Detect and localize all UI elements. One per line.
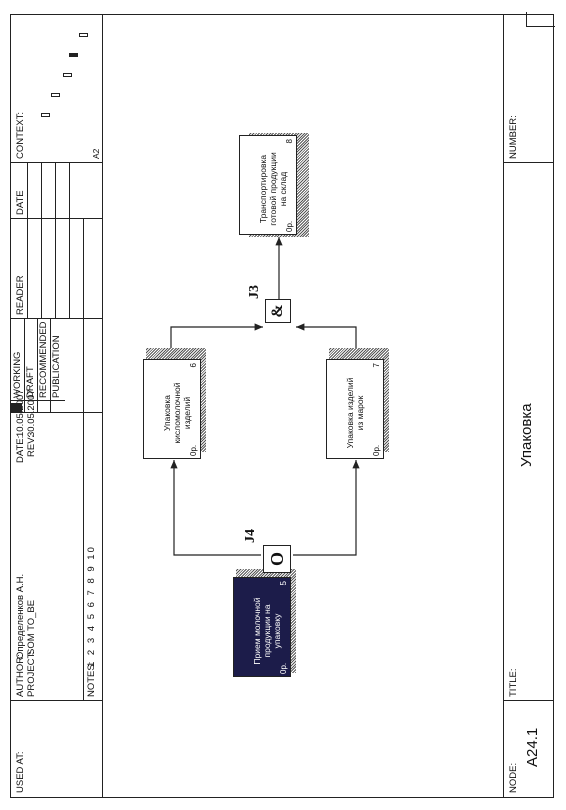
arrow-j4-pack-mark <box>293 460 360 556</box>
junction-j4-name: J4 <box>243 529 258 543</box>
box-pack-sour[interactable]: Упаковка кисломолочной изделий 0р. 6 <box>143 359 201 459</box>
box-pack-mark-op: 0р. <box>372 444 381 456</box>
junction-j3[interactable]: & <box>265 299 291 323</box>
box-transport-number: 8 <box>285 139 294 144</box>
box-pack-mark-label: Упаковка изделий из марок <box>345 377 365 449</box>
box-pack-mark[interactable]: Упаковка изделий из марок 0р. 7 <box>326 359 384 459</box>
sheet-frame: USED AT: AUTHOR: Определенков А.Н. PROJE… <box>10 12 555 798</box>
box-receive-label: Прием молочной продукции на упаковку <box>252 597 282 665</box>
box-pack-sour-label: Упаковка кисломолочной изделий <box>162 382 192 444</box>
junction-j3-symbol: & <box>269 304 286 318</box>
box-receive-op: 0р. <box>279 662 288 674</box>
box-transport-label: Транспортировка готовой продукции на скл… <box>258 152 288 226</box>
arrow-layer <box>170 237 360 637</box>
junction-j4[interactable]: O <box>263 545 291 573</box>
box-pack-sour-number: 6 <box>189 363 198 368</box>
box-pack-mark-number: 7 <box>372 363 381 368</box>
arrow-j4-pack-sour <box>170 460 261 556</box>
box-receive-number: 5 <box>279 581 288 586</box>
box-pack-sour-op: 0р. <box>189 444 198 456</box>
box-transport-op: 0р. <box>285 220 294 232</box>
junction-j3-name: J3 <box>247 285 262 299</box>
box-transport[interactable]: Транспортировка готовой продукции на скл… <box>239 135 297 235</box>
junction-j4-symbol: O <box>267 552 287 567</box>
box-receive[interactable]: Прием молочной продукции на упаковку 0р.… <box>233 577 291 677</box>
